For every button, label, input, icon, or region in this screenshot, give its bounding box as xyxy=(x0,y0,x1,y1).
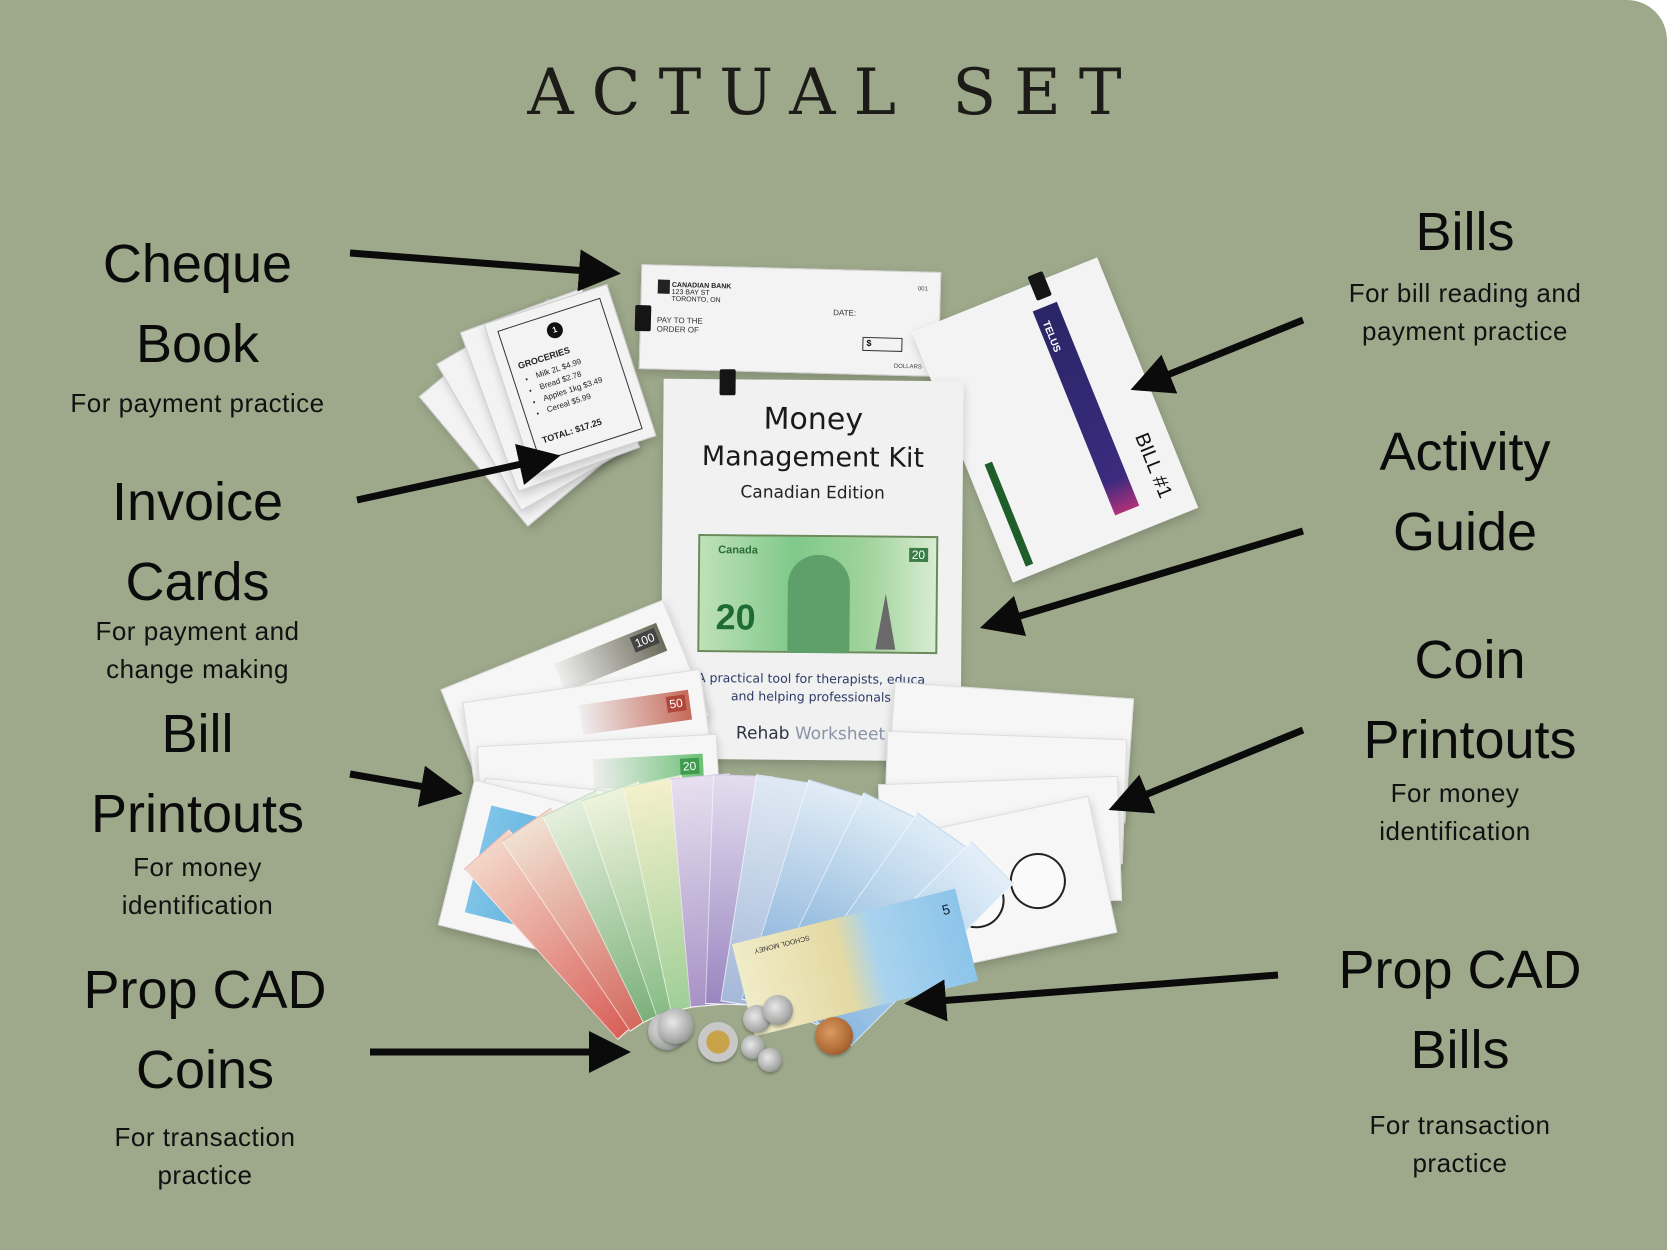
cheque-dollars-label: DOLLARS xyxy=(893,363,922,371)
label-subtitle: For payment practice xyxy=(70,388,325,418)
label-subtitle: payment practice xyxy=(1362,316,1568,346)
label-activity-guide: Activity Guide xyxy=(1315,412,1615,572)
label-heading: Coins xyxy=(135,1040,275,1100)
arrow-icon xyxy=(1130,316,1305,394)
arrow-icon xyxy=(1108,726,1305,814)
label-heading: Book xyxy=(135,314,260,374)
label-bills: Bills For bill reading and payment pract… xyxy=(1315,192,1615,350)
bank-name: CANADIAN BANK 123 BAY ST TORONTO, ON xyxy=(671,281,732,305)
binder-clip-icon xyxy=(1027,270,1052,302)
label-heading: Guide xyxy=(1392,502,1538,562)
label-bill-printouts: Bill Printouts For money identification xyxy=(40,694,355,924)
penny-icon xyxy=(815,1017,853,1055)
label-heading: Activity xyxy=(1379,422,1551,482)
label-subtitle: practice xyxy=(1412,1148,1508,1178)
label-heading: Bills xyxy=(1410,1020,1510,1080)
label-subtitle: For transaction xyxy=(1369,1110,1551,1140)
queen-coin-icon xyxy=(1004,847,1072,915)
cheque-pay-label: PAY TO THE ORDER OF xyxy=(656,315,703,335)
cheque-amount-box: $ xyxy=(862,336,903,352)
arrow-icon xyxy=(904,971,1279,1022)
page-title: ACTUAL SET xyxy=(527,56,1140,130)
label-heading: Invoice xyxy=(111,472,284,532)
label-cheque-book: Cheque Book For payment practice xyxy=(40,224,355,422)
label-heading: Cheque xyxy=(102,234,293,294)
coin-icon xyxy=(658,1008,694,1044)
bill-number: BILL #1 xyxy=(1130,429,1177,502)
label-subtitle: For money xyxy=(133,852,262,882)
label-heading: Coin xyxy=(1414,630,1526,690)
label-heading: Prop CAD xyxy=(1338,940,1582,1000)
coin-icon xyxy=(758,1048,782,1072)
toonie-icon xyxy=(698,1022,738,1062)
cheque-number: 001 xyxy=(917,286,928,293)
banknote-country: Canada xyxy=(718,544,758,557)
coin-icon xyxy=(763,995,793,1025)
banknote-illustration: Canada 20 20 xyxy=(697,534,939,655)
bank-icon xyxy=(657,279,671,294)
banknote-denomination-corner: 20 xyxy=(908,547,929,563)
label-heading: Bills xyxy=(1415,202,1515,262)
guide-edition: Canadian Edition xyxy=(740,482,885,504)
arrow-icon xyxy=(349,765,463,808)
label-heading: Printouts xyxy=(1363,710,1577,770)
portrait-icon xyxy=(787,554,851,654)
cheque-date-label: DATE: xyxy=(833,308,857,318)
label-coin-printouts: Coin Printouts For money identification xyxy=(1320,620,1620,850)
label-heading: Prop CAD xyxy=(83,960,327,1020)
invoice-number: 1 xyxy=(544,320,565,341)
label-invoice-cards: Invoice Cards For payment and change mak… xyxy=(40,462,355,688)
label-heading: Printouts xyxy=(90,784,305,844)
binder-clip-icon xyxy=(634,304,652,332)
label-heading: Cards xyxy=(125,552,270,612)
arrow-icon xyxy=(349,249,621,292)
label-subtitle: practice xyxy=(157,1160,253,1190)
label-subtitle: For payment and xyxy=(95,616,300,646)
label-prop-cad-bills: Prop CAD Bills For transaction practice xyxy=(1310,930,1610,1182)
label-subtitle: For bill reading and xyxy=(1348,278,1582,308)
invoice-total: TOTAL: $17.25 xyxy=(540,416,604,446)
label-prop-cad-coins: Prop CAD Coins For transaction practice xyxy=(45,950,365,1194)
guide-title-line2: Management Kit xyxy=(701,441,925,474)
banknote-denomination: 20 xyxy=(715,596,756,638)
binder-clip-icon xyxy=(719,369,736,396)
tower-icon xyxy=(875,593,896,650)
label-subtitle: For money xyxy=(1390,778,1520,808)
bill-accent-band xyxy=(984,461,1034,567)
label-subtitle: For transaction xyxy=(114,1122,296,1152)
label-subtitle: identification xyxy=(121,890,274,920)
label-heading: Bill xyxy=(161,704,234,764)
guide-title-line1: Money xyxy=(763,401,864,438)
cheque: CANADIAN BANK 123 BAY ST TORONTO, ON 001… xyxy=(634,264,945,377)
label-subtitle: identification xyxy=(1379,816,1531,846)
label-subtitle: change making xyxy=(106,654,289,684)
